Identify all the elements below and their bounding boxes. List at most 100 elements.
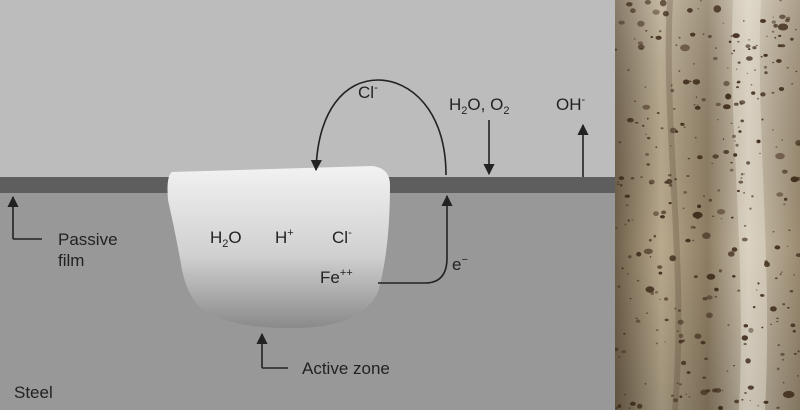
corrosion-spot	[734, 140, 736, 142]
corrosion-spot	[772, 16, 775, 18]
corrosion-spot	[746, 56, 753, 61]
corrosion-spot	[626, 273, 629, 275]
corrosion-spot	[766, 35, 768, 37]
corrosion-spot	[757, 97, 759, 100]
corrosion-spot	[774, 36, 777, 39]
corrosion-spot	[784, 197, 788, 201]
corrosion-spot	[751, 91, 756, 95]
corrosion-spot	[618, 356, 621, 358]
pit-chloride-label: Cl-	[332, 227, 352, 247]
corrosion-spot	[687, 157, 691, 160]
corrosion-spot	[672, 108, 676, 110]
corrosion-pit	[167, 166, 390, 329]
corrosion-spot	[702, 376, 707, 379]
corrosion-spot	[619, 184, 623, 187]
corrosion-spot	[774, 277, 778, 280]
corrosion-spot	[624, 393, 627, 396]
corrosion-spot	[669, 127, 677, 134]
corrosion-spot	[743, 225, 747, 227]
corrosion-spot	[654, 290, 659, 294]
corrosion-spot	[733, 49, 736, 52]
corrosion-spot	[750, 84, 753, 86]
corrosion-spot	[723, 150, 730, 154]
corrosion-spot	[685, 393, 687, 395]
pit-iron-label: Fe++	[320, 267, 353, 287]
corrosion-spot	[678, 339, 683, 344]
corrosion-spot	[741, 399, 744, 401]
corrosion-spot	[717, 119, 719, 121]
corrosion-spot	[642, 104, 651, 110]
corrosion-spot	[732, 134, 736, 138]
corrosion-spot	[733, 153, 738, 157]
corrosion-spot	[649, 182, 652, 185]
corrosion-spot	[730, 122, 733, 124]
corrosion-spot	[692, 211, 703, 219]
corrosion-spot	[630, 177, 635, 180]
corrosion-spot	[626, 204, 629, 206]
corrosion-spot	[761, 118, 764, 121]
corrosion-spot	[634, 100, 636, 103]
electron-path-arrow	[378, 194, 453, 284]
corrosion-spot	[763, 53, 768, 57]
pitting-corrosion-diagram: Cl- H2O, O2 OH- H2O H+ Cl- Fe++ e− Passi…	[0, 0, 615, 410]
corrosion-spot	[725, 93, 732, 100]
corrosion-spot	[679, 395, 683, 398]
corrosion-spot	[696, 217, 700, 220]
corrosion-spot	[737, 61, 741, 64]
corrosion-spot	[770, 306, 777, 312]
corrosion-spot	[682, 207, 685, 210]
corrosion-spot	[771, 30, 775, 33]
corrosion-spot	[790, 37, 794, 41]
corrosion-spot	[712, 56, 718, 61]
corrosion-spot	[653, 234, 657, 238]
corrosion-spot	[664, 181, 669, 184]
corrosion-spot	[715, 102, 721, 107]
corrosion-spot	[618, 141, 622, 144]
corrosion-spot	[659, 298, 661, 300]
corrosion-spot	[630, 8, 636, 14]
corrosion-spot	[764, 260, 768, 264]
corrosion-spot	[660, 127, 664, 130]
corrosion-spot	[760, 92, 766, 97]
corrosion-spot	[754, 69, 756, 71]
corrosion-spot	[616, 183, 620, 186]
corrosion-spot	[781, 139, 783, 141]
corrosion-spot	[702, 232, 711, 239]
corrosion-spot	[657, 265, 663, 269]
corrosion-spot	[776, 317, 779, 320]
corrosion-spot	[675, 130, 679, 133]
corrosion-spot	[743, 324, 749, 328]
corrosion-spot	[660, 215, 663, 218]
corrosion-spot	[779, 273, 782, 276]
corrosion-spot	[778, 34, 782, 37]
corrosion-spot	[700, 340, 706, 345]
corrosion-spot	[635, 121, 639, 124]
corrosion-spot	[745, 44, 751, 48]
corrosion-spot	[727, 251, 735, 257]
corrosion-spot	[730, 35, 733, 37]
corrosion-spot	[783, 203, 786, 206]
corrosion-spot	[615, 347, 619, 352]
corrosion-spot	[693, 104, 696, 106]
corrosion-spot	[678, 383, 683, 386]
corrosion-spot	[743, 343, 747, 345]
corrosion-spot	[676, 382, 679, 384]
corrosion-spot	[728, 40, 732, 43]
corrosion-spot	[776, 192, 784, 197]
corrosion-spot	[648, 179, 655, 185]
corrosion-spot	[700, 0, 702, 2]
corrosion-spot	[742, 20, 745, 22]
corrosion-spot	[659, 0, 667, 7]
corrosion-spot	[668, 202, 672, 205]
corrosion-spot	[689, 80, 692, 83]
corrosion-spot	[780, 44, 786, 48]
corrosion-spot	[627, 219, 630, 222]
corrosion-spot	[694, 106, 701, 110]
corrosion-spot	[627, 69, 630, 72]
corrosion-spot	[776, 367, 780, 371]
corrosion-spot	[795, 28, 797, 31]
corrosion-spot	[635, 317, 638, 319]
corrosion-spot	[633, 38, 636, 40]
corrosion-spot	[776, 59, 782, 63]
corrosion-spot	[748, 327, 754, 333]
